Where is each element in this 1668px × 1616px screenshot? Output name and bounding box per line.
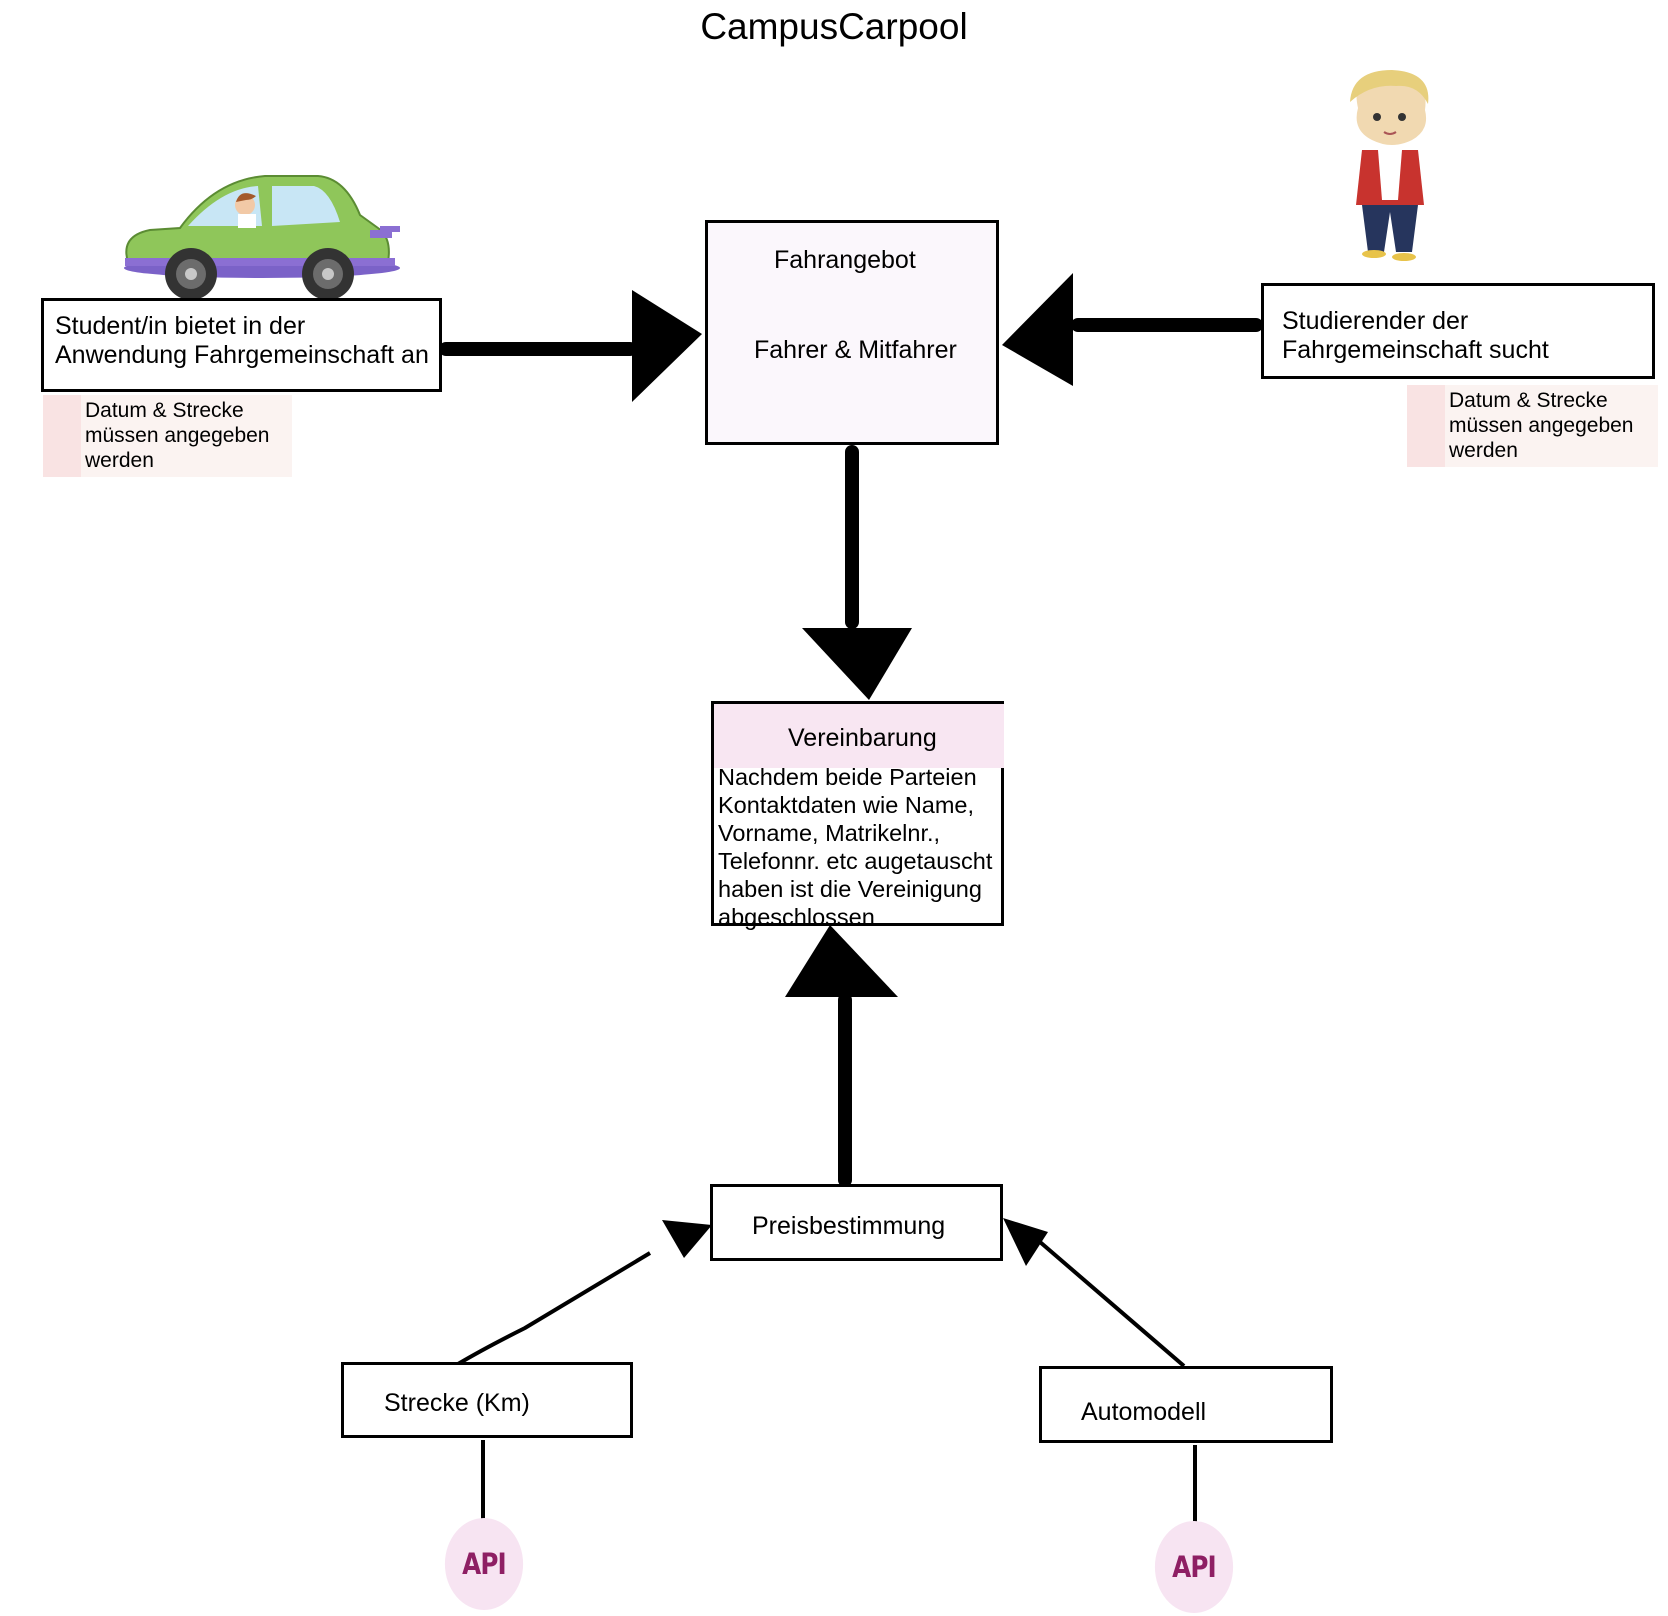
fahrangebot-title: Fahrangebot <box>774 246 916 274</box>
search-arrowhead <box>1002 273 1073 386</box>
fahrangebot-box: Fahrangebot Fahrer & Mitfahrer <box>705 220 999 445</box>
automodell-connector <box>1038 1240 1186 1368</box>
vereinbarung-title: Vereinbarung <box>788 724 937 752</box>
strecke-connector <box>456 1251 652 1366</box>
automodell-arrowhead <box>1003 1218 1048 1266</box>
note-marker <box>1407 385 1445 467</box>
strecke-box: Strecke (Km) <box>341 1362 633 1438</box>
search-note-text: Datum & Strecke müssen angegeben werden <box>1449 389 1634 462</box>
offer-box: Student/in bietet in der Anwendung Fahrg… <box>41 298 442 392</box>
fahrangebot-subtitle: Fahrer & Mitfahrer <box>754 336 957 364</box>
vereinbarung-header <box>714 704 1004 768</box>
strecke-label: Strecke (Km) <box>384 1389 530 1417</box>
api-left-icon: API <box>444 1518 524 1610</box>
strecke-arrowhead <box>662 1220 712 1258</box>
price-arrowhead <box>785 925 898 997</box>
car-icon <box>124 175 400 300</box>
preisbestimmung-label: Preisbestimmung <box>752 1212 946 1240</box>
offer-box-label: Student/in bietet in der Anwendung Fahrg… <box>55 312 429 369</box>
vereinbarung-body: Nachdem beide Parteien Kontaktdaten wie … <box>718 764 993 930</box>
diagram-title: CampusCarpool <box>700 6 968 47</box>
offer-note-text: Datum & Strecke müssen angegeben werden <box>85 399 270 472</box>
search-box: Studierender der Fahrgemeinschaft sucht <box>1261 283 1655 379</box>
offer-arrowhead <box>632 290 702 402</box>
automodell-box: Automodell <box>1039 1366 1333 1443</box>
search-note: Datum & Strecke müssen angegeben werden <box>1407 385 1658 467</box>
search-box-label: Studierender der Fahrgemeinschaft sucht <box>1282 307 1549 364</box>
person-icon <box>1350 70 1429 261</box>
automodell-label: Automodell <box>1081 1398 1207 1426</box>
offer-note: Datum & Strecke müssen angegeben werden <box>43 395 292 477</box>
api-right-icon: API <box>1154 1521 1234 1613</box>
preisbestimmung-box: Preisbestimmung <box>710 1184 1003 1261</box>
vereinbarung-box: Vereinbarung Nachdem beide Parteien Kont… <box>711 701 1004 930</box>
note-marker <box>43 395 81 477</box>
agreement-arrowhead <box>802 628 912 700</box>
